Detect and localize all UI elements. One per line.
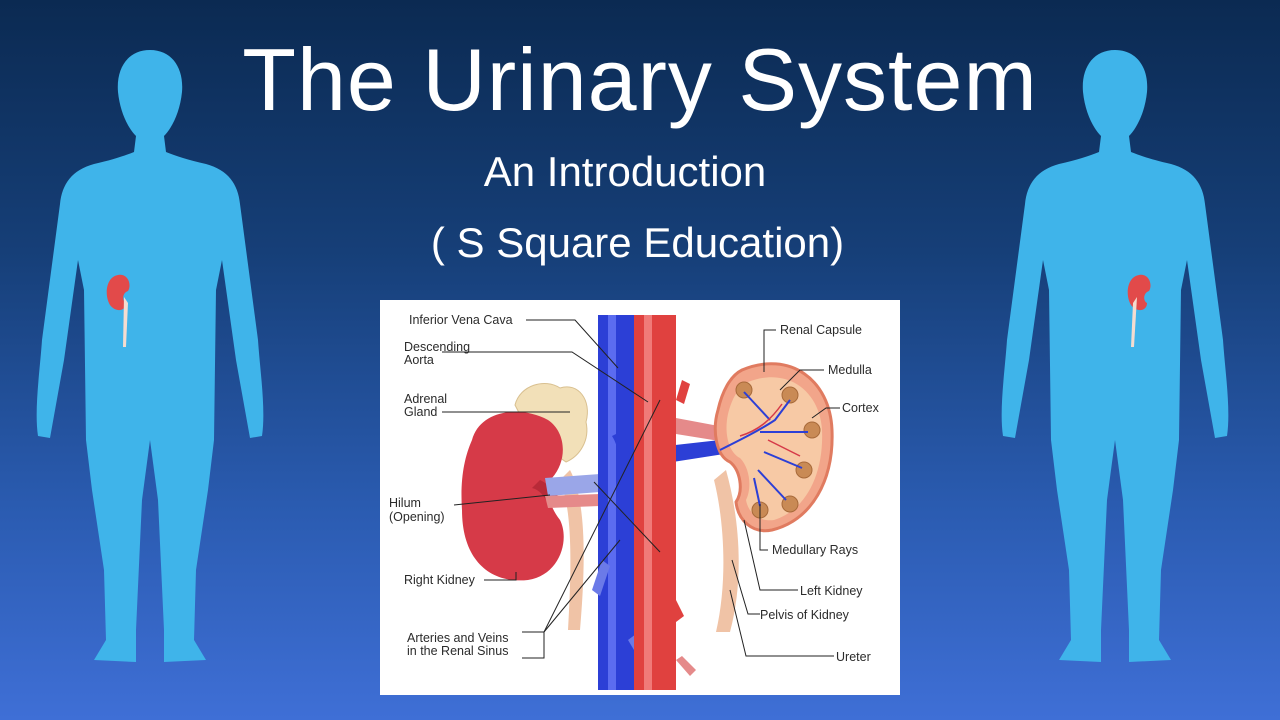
- label-medulla: Medulla: [828, 363, 872, 377]
- label-arteries-2: in the Renal Sinus: [407, 644, 508, 658]
- label-adrenal-1: Adrenal: [404, 392, 447, 406]
- page-title: The Urinary System: [242, 30, 1038, 129]
- label-renal-capsule: Renal Capsule: [780, 323, 862, 337]
- human-silhouette-right: [1001, 50, 1229, 662]
- kidney-icon: [106, 274, 130, 347]
- credit-text: ( S Square Education): [430, 219, 845, 266]
- renal-arteries: [739, 403, 801, 457]
- label-left-kidney: Left Kidney: [800, 584, 863, 598]
- label-descending-aorta-1: Descending: [404, 340, 470, 354]
- body-shape: [36, 50, 264, 662]
- body-shape: [1001, 50, 1229, 662]
- label-hilum-2: (Opening): [389, 510, 445, 524]
- left-kidney: [713, 362, 834, 632]
- label-ureter: Ureter: [836, 650, 871, 664]
- renal-vessels: [719, 391, 808, 507]
- subtitle: An Introduction: [483, 148, 767, 195]
- kidney-anatomy-diagram: Inferior Vena Cava Descending Aorta Adre…: [380, 300, 900, 695]
- kidney-icon: [1127, 274, 1151, 347]
- label-medullary-rays: Medullary Rays: [772, 543, 858, 557]
- label-pelvis-of-kidney: Pelvis of Kidney: [760, 608, 850, 622]
- label-cortex: Cortex: [842, 401, 880, 415]
- label-adrenal-2: Gland: [404, 405, 437, 419]
- human-silhouette-left: [36, 50, 264, 662]
- leader-lines: [442, 319, 840, 659]
- right-kidney: [461, 383, 600, 630]
- label-right-kidney: Right Kidney: [404, 573, 476, 587]
- label-inferior-vena-cava: Inferior Vena Cava: [409, 313, 513, 327]
- label-arteries-1: Arteries and Veins: [407, 631, 508, 645]
- label-descending-aorta-2: Aorta: [404, 353, 434, 367]
- label-hilum-1: Hilum: [389, 496, 421, 510]
